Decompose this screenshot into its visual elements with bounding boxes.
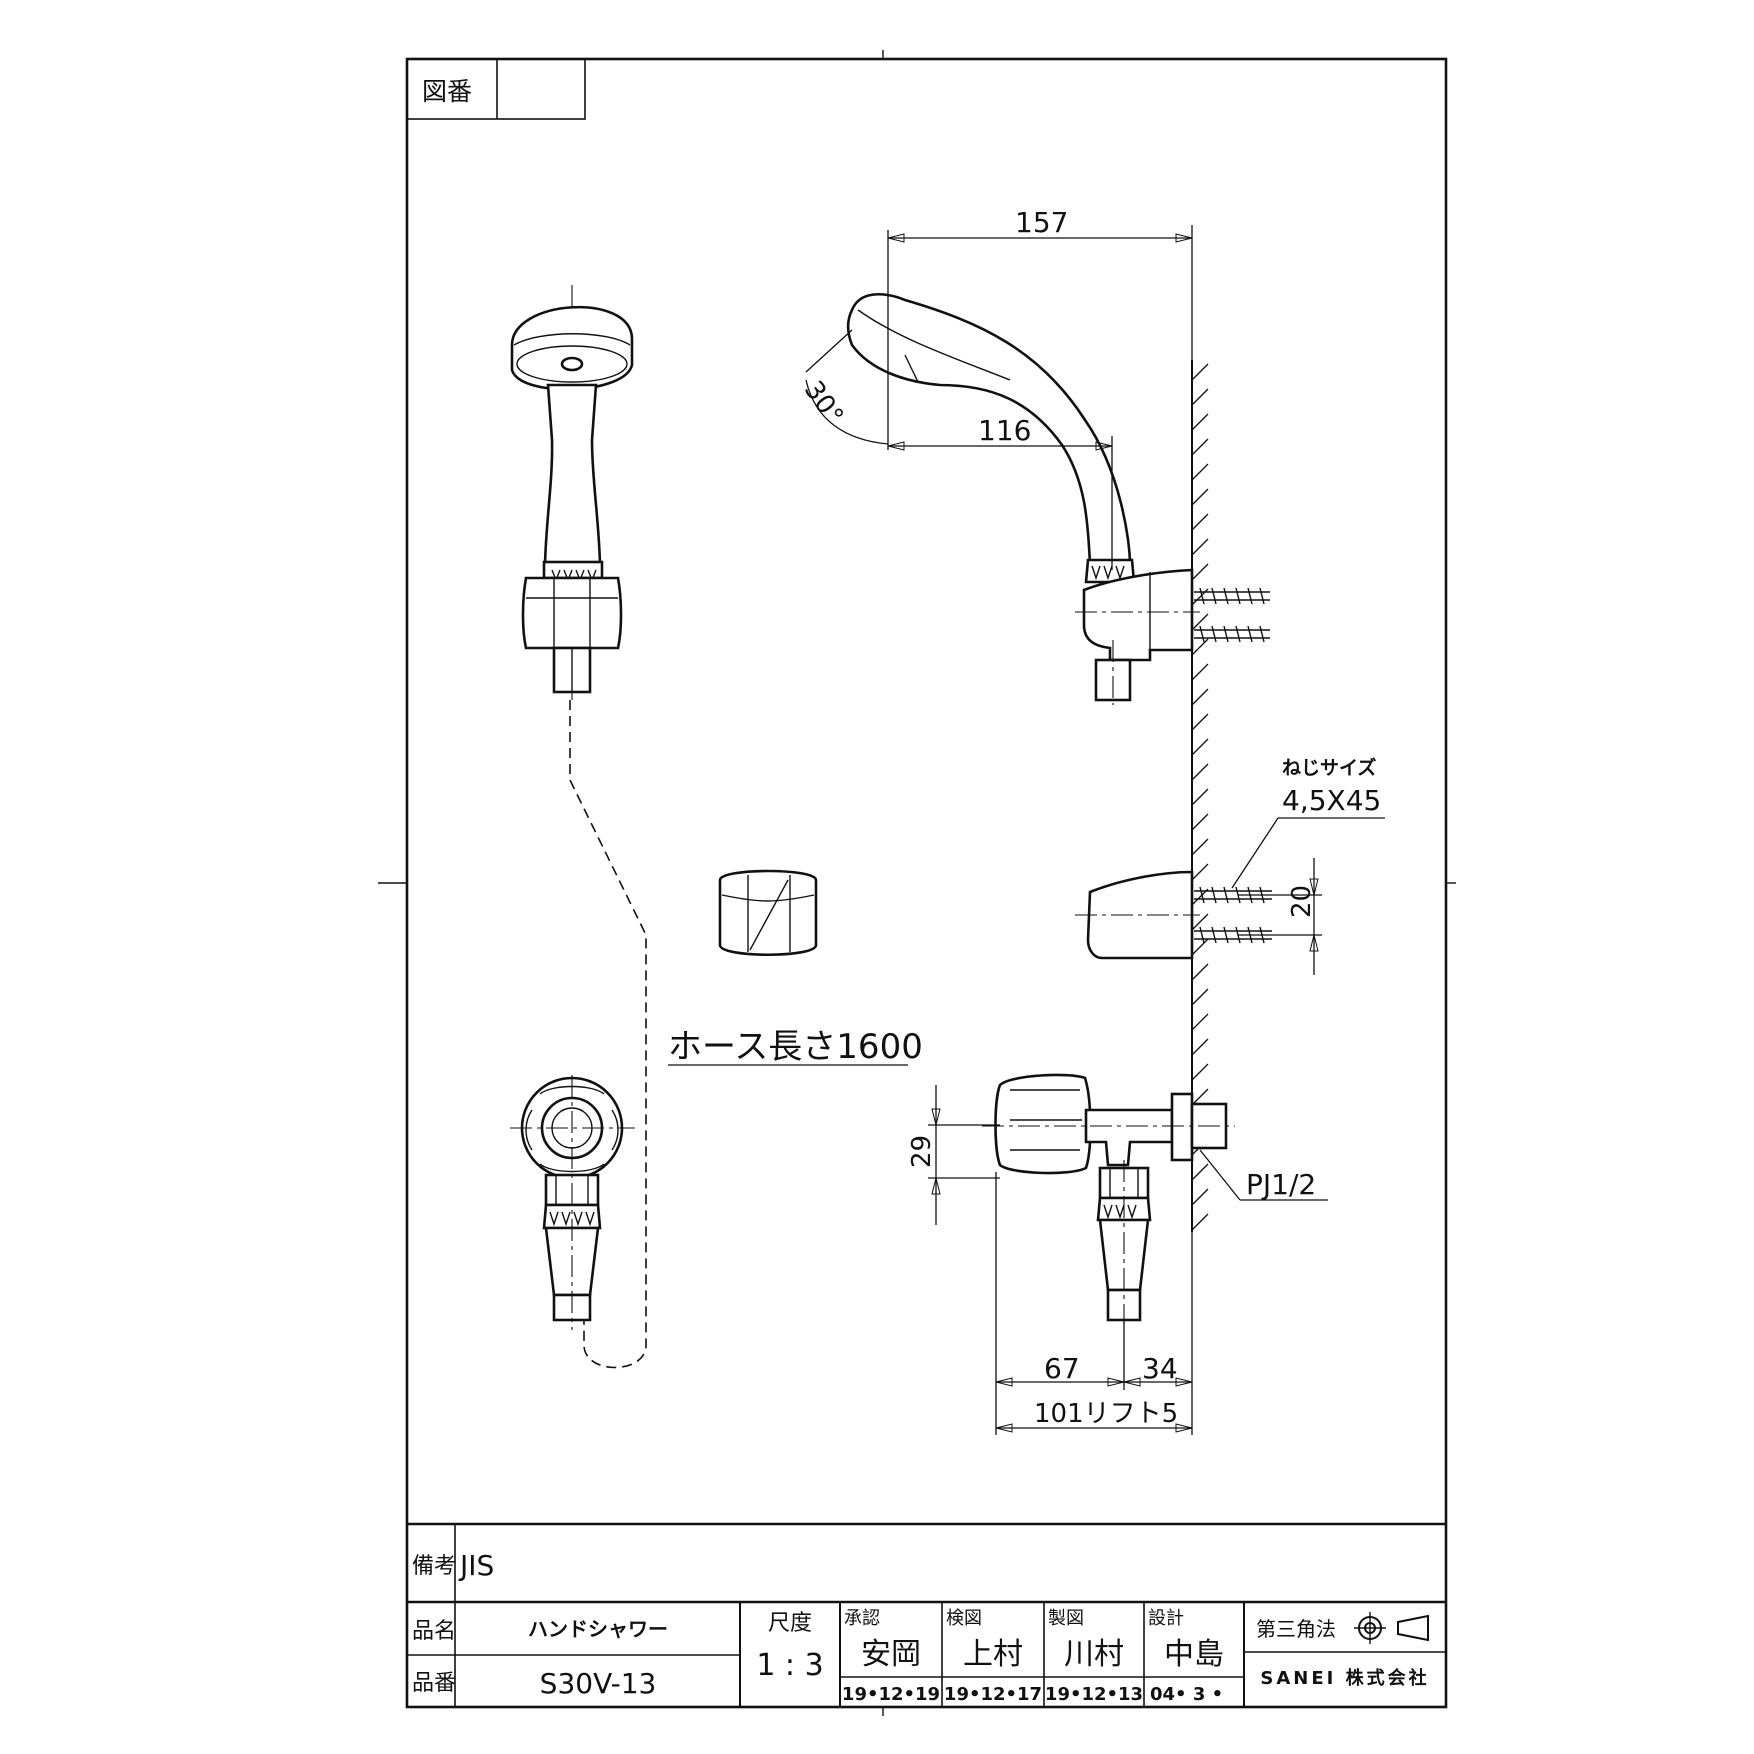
drawn-name: 川村: [1064, 1637, 1124, 1672]
scale-label: 尺度: [768, 1611, 812, 1636]
wall-bracket-view: [1075, 870, 1272, 960]
dim-101-lift: 101リフト5: [1034, 1399, 1178, 1429]
company-name: SANEI 株式会社: [1260, 1667, 1429, 1689]
checked-date: 19•12•17: [944, 1684, 1042, 1705]
pj-thread-label: PJ1/2: [1246, 1168, 1316, 1201]
projection-label: 第三角法: [1256, 1617, 1336, 1641]
drawing-number-label: 図番: [422, 77, 472, 106]
checked-name: 上村: [963, 1637, 1023, 1672]
product-number-label: 品番: [412, 1671, 456, 1696]
screw-size-label: ねじサイズ: [1282, 756, 1376, 779]
dim-157: 157: [1015, 206, 1068, 239]
dimension-lines: [668, 225, 1385, 1435]
dim-20: 20: [1287, 885, 1317, 918]
remarks-label: 備考: [412, 1554, 456, 1579]
product-name-label: 品名: [412, 1619, 456, 1644]
drawing-number-box: 図番: [406, 58, 586, 120]
dim-34: 34: [1142, 1352, 1178, 1385]
approved-date: 19•12•19: [842, 1684, 940, 1705]
checked-label: 検図: [946, 1608, 982, 1629]
dim-29: 29: [907, 1135, 937, 1168]
product-name-value: ハンドシャワー: [528, 1617, 668, 1641]
remarks-value: JIS: [458, 1549, 494, 1582]
third-angle-projection-icon: [1354, 1612, 1429, 1644]
shower-side-view: [846, 292, 1270, 705]
design-label: 設計: [1148, 1608, 1184, 1629]
shower-front-view: [510, 285, 634, 700]
hose-length-label: ホース長さ1600: [668, 1027, 923, 1067]
approved-name: 安岡: [861, 1637, 921, 1672]
dim-67: 67: [1044, 1352, 1080, 1385]
title-block: [407, 1522, 1446, 1707]
dim-angle-30: 30°: [798, 376, 849, 431]
wall-hatching: [1191, 360, 1209, 1232]
approved-label: 承認: [844, 1608, 880, 1629]
screw-size-value: 4,5X45: [1282, 784, 1381, 817]
holder-ring-part: [718, 869, 818, 957]
hose-hidden-line: [569, 700, 647, 1369]
dim-116: 116: [978, 414, 1031, 447]
drawn-label: 製図: [1048, 1608, 1084, 1629]
product-number-value: S30V-13: [540, 1667, 657, 1700]
scale-value: 1 : 3: [756, 1648, 823, 1683]
valve-front-view: [510, 1075, 635, 1330]
drawn-date: 19•12•13: [1045, 1684, 1143, 1705]
drawing-frame: [378, 50, 1456, 1716]
valve-side-view: [982, 1073, 1235, 1330]
design-date: 04• 3 •: [1150, 1684, 1223, 1705]
design-name: 中島: [1164, 1637, 1224, 1672]
